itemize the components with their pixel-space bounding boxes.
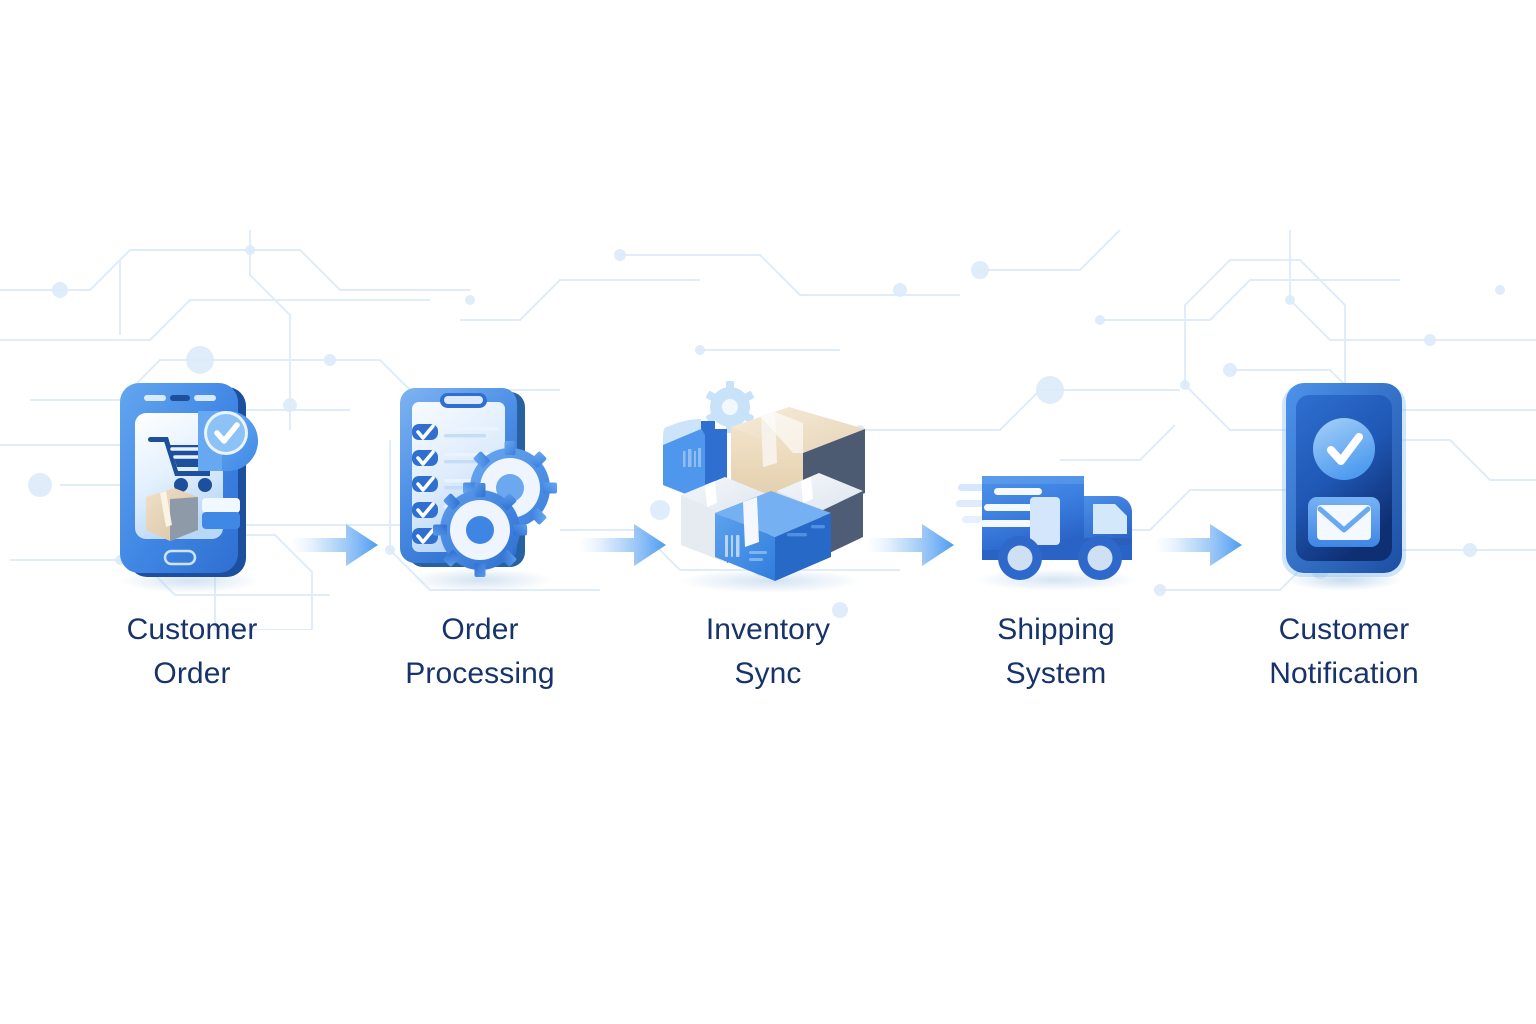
delivery-truck-icon (956, 340, 1154, 591)
smartphone-notification-icon (1246, 340, 1442, 591)
flow-step-shipping-system[interactable]: Shipping System (956, 0, 1154, 696)
flow-step-customer-order[interactable]: Customer Order (94, 0, 290, 696)
stacked-boxes-icon (663, 340, 866, 593)
flow-step-order-processing[interactable]: Order Processing (382, 0, 578, 696)
arrow-right-icon (1154, 420, 1246, 670)
flow-step-customer-notification[interactable]: Customer Notification (1246, 0, 1442, 696)
step-label-order-processing: Order Processing (405, 613, 555, 690)
step-label-shipping-system: Shipping System (997, 613, 1115, 690)
smartphone-shopping-cart-icon (94, 340, 290, 593)
clipboard-checklist-gears-icon (382, 340, 578, 592)
arrow-right-icon (290, 420, 382, 670)
arrow-right-icon (578, 420, 670, 670)
flow-step-inventory-sync[interactable]: Inventory Sync (663, 0, 866, 696)
arrow-right-icon (866, 420, 958, 670)
step-label-inventory-sync: Inventory Sync (705, 613, 831, 690)
step-label-customer-order: Customer Order (126, 613, 258, 690)
step-label-customer-notification: Customer Notification (1269, 613, 1419, 690)
